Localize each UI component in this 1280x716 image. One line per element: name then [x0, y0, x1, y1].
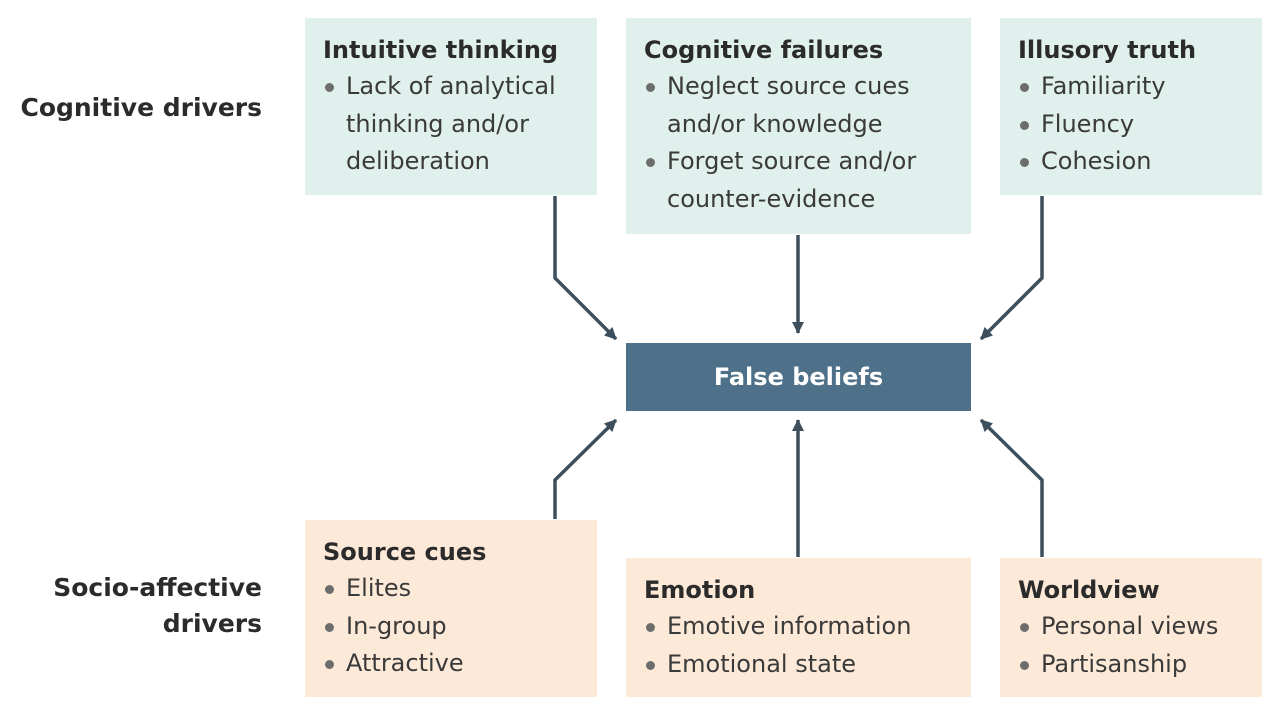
box-title: Emotion: [644, 576, 756, 604]
list-item: Lack of analytical: [323, 68, 581, 106]
list-item-line: counter-evidence: [667, 184, 876, 213]
list-item: Neglect source cues and/or knowledge: [644, 68, 955, 143]
list-item: Fluency: [1018, 106, 1246, 144]
list-item: Personal views: [1018, 608, 1246, 646]
box-title: Worldview: [1018, 576, 1160, 604]
box-title: Illusory truth: [1018, 36, 1197, 64]
row-label-socio-affective-drivers: Socio-affective drivers: [10, 570, 262, 642]
list-item: Cohesion: [1018, 143, 1246, 181]
box-cognitive-failures: Cognitive failures Neglect source cues a…: [626, 18, 971, 234]
box-worldview: Worldview Personal views Partisanship: [1000, 558, 1262, 697]
bullet-list: Elites In-group Attractive: [323, 570, 581, 683]
box-intuitive-thinking: Intuitive thinking Lack of analytical th…: [305, 18, 597, 195]
list-item: In-group: [323, 608, 581, 646]
bullet-list: Emotive information Emotional state: [644, 608, 955, 683]
arrow-source-to-false-beliefs: [553, 418, 618, 519]
list-item: Forget source and/or counter-evidence: [644, 143, 955, 218]
box-emotion: Emotion Emotive information Emotional st…: [626, 558, 971, 697]
box-source-cues: Source cues Elites In-group Attractive: [305, 520, 597, 697]
arrow-illusory-to-false-beliefs: [979, 196, 1044, 341]
list-item: Attractive: [323, 645, 581, 683]
row-label-line: Socio-affective: [53, 573, 262, 602]
bullet-list: Lack of analytical: [323, 68, 581, 106]
list-item-line: deliberation: [346, 147, 490, 175]
box-title: Source cues: [323, 538, 487, 566]
list-item: Elites: [323, 570, 581, 608]
list-item: Emotive information: [644, 608, 955, 646]
list-item-line: Neglect source cues: [667, 72, 910, 100]
list-item-continuation: thinking and/or deliberation: [323, 106, 581, 181]
row-label-cognitive-drivers: Cognitive drivers: [10, 90, 262, 126]
box-title: Cognitive failures: [644, 36, 884, 64]
list-item-line: and/or knowledge: [667, 109, 883, 138]
bullet-list: Neglect source cues and/or knowledge For…: [644, 68, 955, 218]
bullet-list: Personal views Partisanship: [1018, 608, 1246, 683]
row-label-line: drivers: [162, 609, 262, 638]
list-item: Familiarity: [1018, 68, 1246, 106]
row-label-line: Cognitive drivers: [20, 93, 262, 122]
list-item-line: thinking and/or: [346, 109, 529, 138]
bullet-list: Familiarity Fluency Cohesion: [1018, 68, 1246, 181]
false-beliefs-node: False beliefs: [626, 343, 971, 411]
list-item: Partisanship: [1018, 646, 1246, 684]
arrow-worldview-to-false-beliefs: [979, 418, 1044, 557]
list-item-line: Forget source and/or: [667, 147, 917, 175]
arrow-intuitive-to-false-beliefs: [553, 196, 618, 341]
list-item: Emotional state: [644, 646, 955, 684]
box-illusory-truth: Illusory truth Familiarity Fluency Cohes…: [1000, 18, 1262, 195]
box-title: Intuitive thinking: [323, 36, 559, 64]
